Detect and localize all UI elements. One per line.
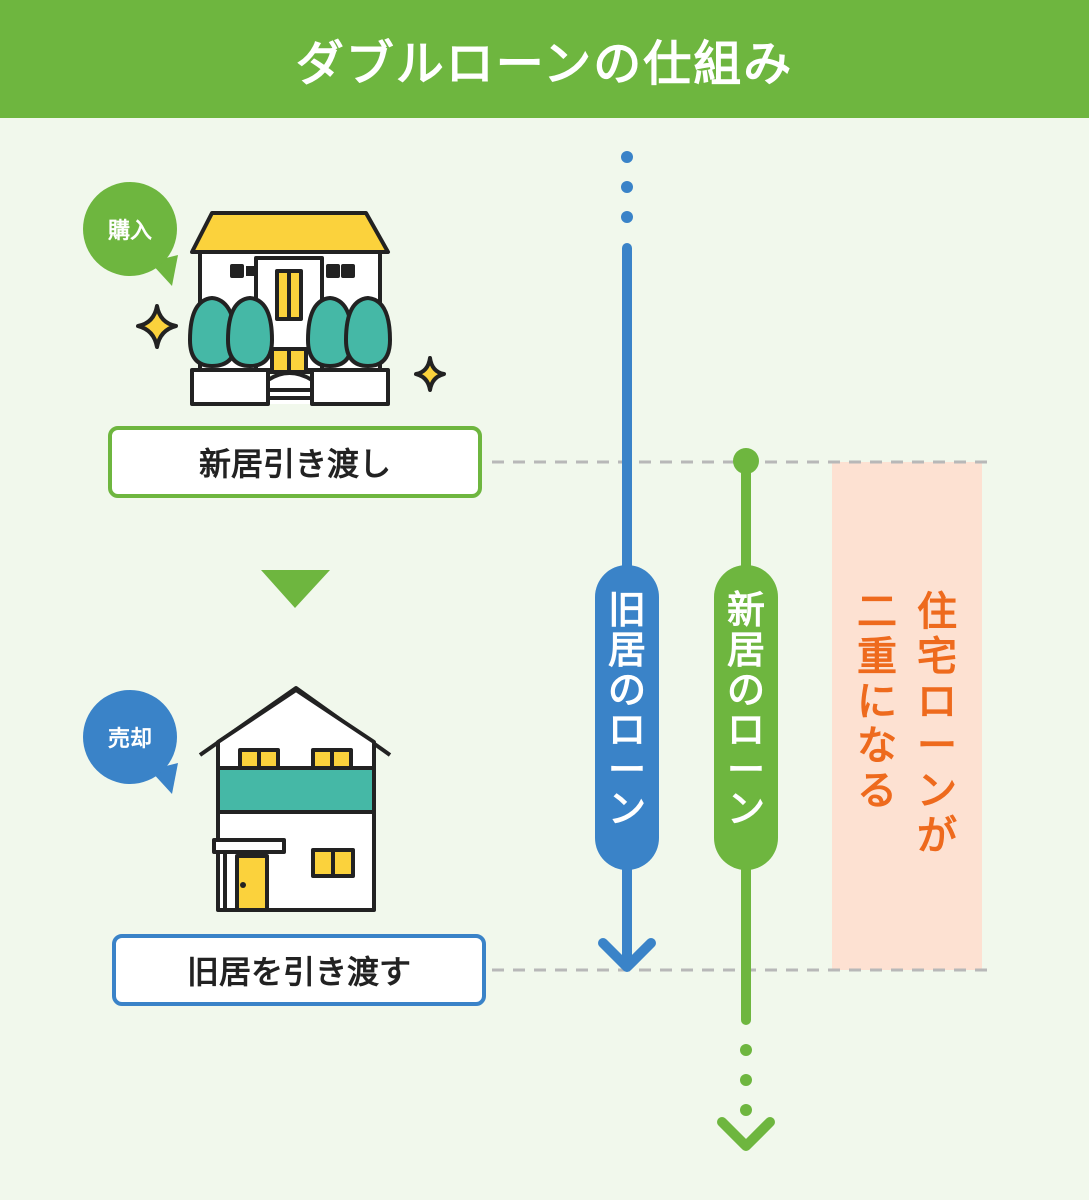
old-loan-arrow-head	[598, 938, 656, 972]
new-loan-char: の	[726, 667, 765, 712]
double-loan-char: 住	[917, 589, 957, 635]
sparkle-right	[414, 356, 446, 392]
step-arrow-down	[261, 570, 330, 608]
new-loan-chevron	[717, 1117, 775, 1151]
double-loan-text-line2: 二 重 に な る	[852, 590, 902, 814]
new-house-illustration	[188, 211, 392, 406]
old-loan-char: の	[607, 667, 646, 712]
old-home-handover-box: 旧居を引き渡す	[112, 934, 486, 1006]
new-loan-char: ロ	[726, 707, 765, 752]
sparkle-left	[136, 304, 178, 349]
double-loan-text-line1: 住 宅 ロ ー ン が	[912, 590, 962, 859]
new-loan-char: ン	[726, 787, 765, 832]
old-loan-label: 旧 居 の ロ ー ン	[595, 565, 659, 870]
page-title: ダブルローンの仕組み	[295, 36, 794, 92]
old-loan-char: 旧	[607, 588, 646, 632]
header-bar: ダブルローンの仕組み	[0, 0, 1089, 118]
double-loan-char: な	[857, 723, 897, 770]
old-loan-char: 居	[607, 627, 646, 672]
new-loan-char: 居	[726, 627, 765, 672]
double-loan-char: 宅	[917, 633, 957, 680]
old-loan-char: ー	[607, 747, 646, 792]
new-loan-char: ー	[726, 747, 765, 792]
double-loan-char: に	[857, 678, 897, 725]
purchase-badge-label: 購入	[107, 219, 152, 244]
purchase-badge: 購入	[83, 182, 177, 276]
double-loan-char: る	[857, 768, 897, 815]
double-loan-zone	[832, 462, 982, 970]
old-loan-timeline	[598, 151, 656, 972]
double-loan-char: が	[917, 812, 957, 859]
new-loan-label: 新 居 の ロ ー ン	[714, 565, 778, 870]
new-home-handover-box: 新居引き渡し	[108, 426, 482, 498]
old-home-handover-label: 旧居を引き渡す	[186, 953, 411, 991]
old-loan-char: ロ	[607, 707, 646, 752]
new-home-handover-label: 新居引き渡し	[198, 445, 391, 483]
double-loan-char: ン	[917, 768, 957, 815]
old-house-illustration	[198, 686, 392, 912]
old-loan-char: ン	[607, 787, 646, 832]
new-loan-char: 新	[726, 588, 765, 632]
double-loan-char: 重	[857, 633, 897, 680]
double-loan-char: ー	[917, 723, 957, 770]
new-loan-timeline	[717, 448, 775, 1151]
double-loan-char: ロ	[917, 678, 957, 725]
double-loan-char: 二	[857, 589, 897, 635]
sale-badge: 売却	[83, 690, 177, 784]
sale-badge-label: 売却	[107, 727, 152, 752]
